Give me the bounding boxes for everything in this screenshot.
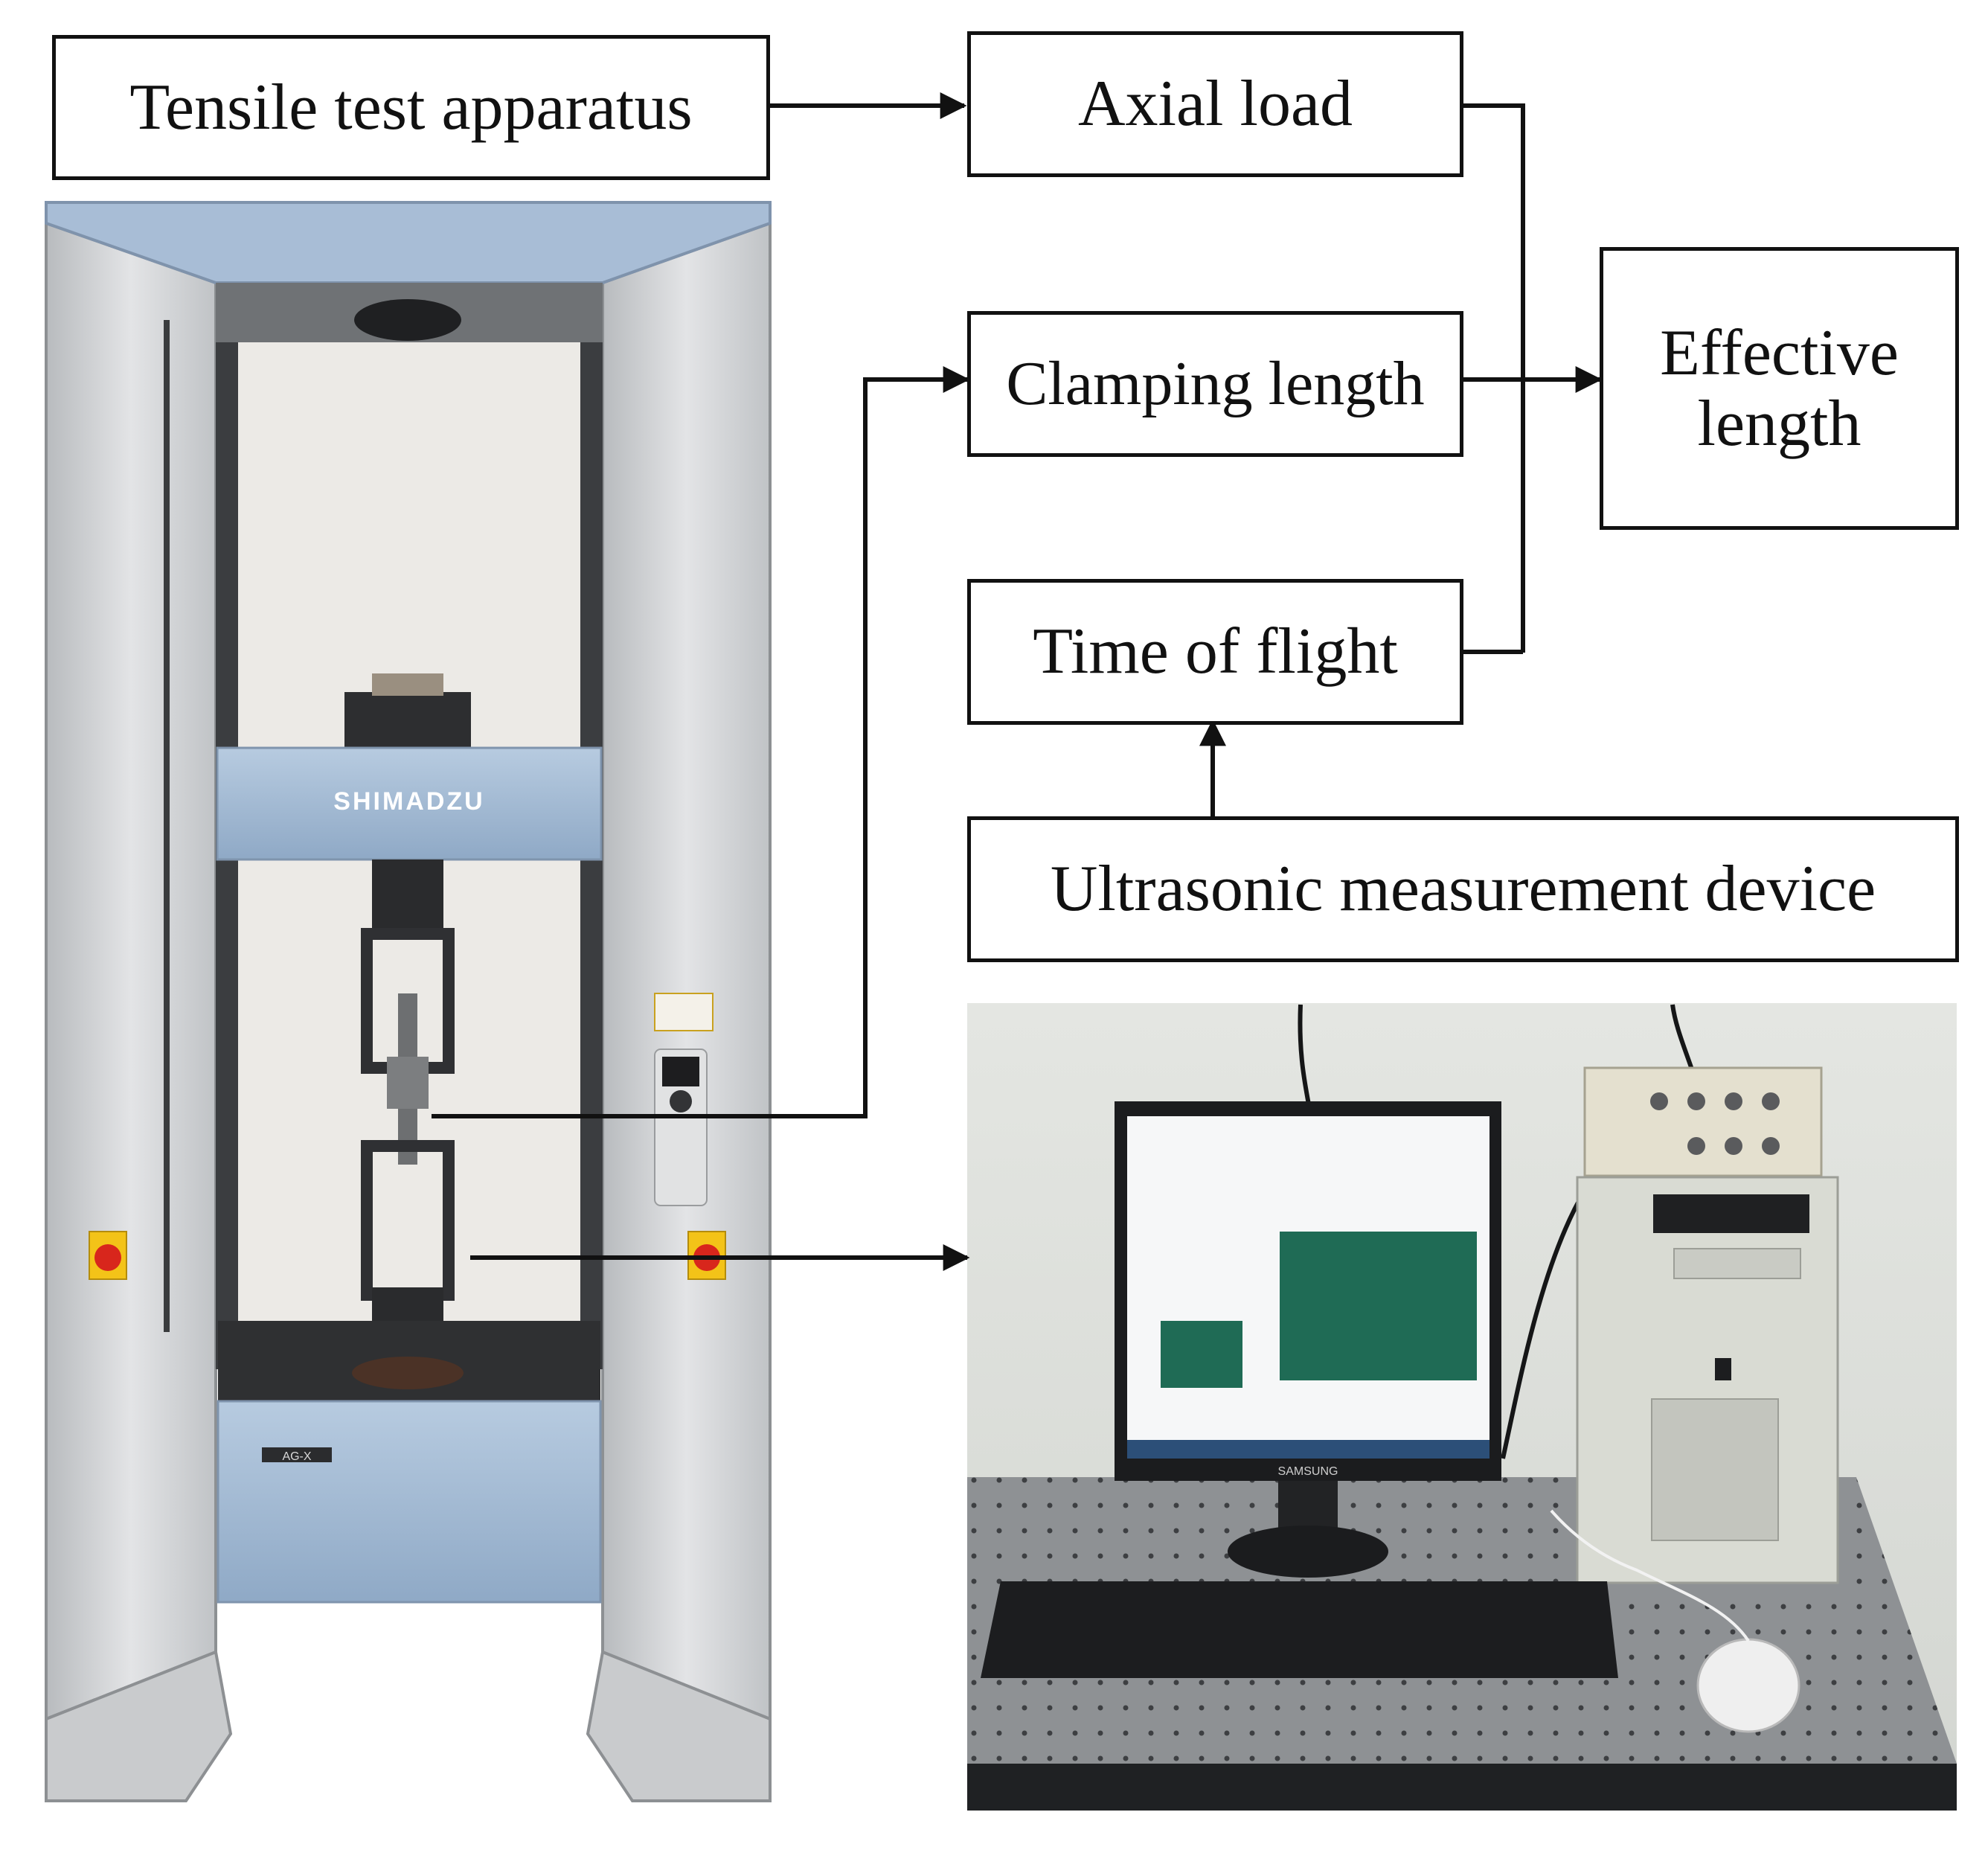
monitor-stand	[1278, 1481, 1338, 1533]
computer-cable	[1501, 1189, 1587, 1459]
knob-1-icon	[1650, 1092, 1668, 1110]
knob-6-icon	[1725, 1137, 1742, 1155]
control-pendant	[654, 1049, 708, 1206]
connectors	[432, 92, 1603, 1271]
screen-plot-small	[1161, 1321, 1242, 1388]
right-foot	[586, 1650, 772, 1802]
specimen-nut	[387, 1057, 429, 1109]
pendant-display	[662, 1057, 699, 1086]
tensile-machine-photo: SHIMADZU AG-X	[45, 201, 772, 1802]
base-flange	[352, 1357, 464, 1389]
axial-load-label: Axial load	[1077, 68, 1353, 141]
table-edge	[967, 1764, 1957, 1811]
limit-rod	[164, 320, 170, 1332]
top-port-icon	[354, 299, 461, 341]
knob-3-icon	[1725, 1092, 1742, 1110]
keyboard	[981, 1581, 1618, 1678]
crosshead	[216, 746, 603, 861]
lower-housing	[217, 1400, 602, 1604]
load-cell	[344, 692, 471, 750]
knob-2-icon	[1687, 1092, 1705, 1110]
warning-label	[654, 993, 713, 1031]
ultrasonic-device-label: Ultrasonic measurement device	[1050, 853, 1876, 926]
effective-length-label: Effective length	[1660, 316, 1899, 460]
screen-plot-large	[1280, 1232, 1477, 1380]
time-of-flight-label: Time of flight	[1033, 615, 1398, 688]
mouse-cable	[1550, 1509, 1750, 1642]
knob-7-icon	[1762, 1137, 1780, 1155]
monitor-cable	[1298, 1004, 1312, 1110]
load-cell-top	[372, 673, 443, 696]
monitor-base	[1228, 1526, 1388, 1578]
tensile-apparatus-box: Tensile test apparatus	[52, 35, 770, 180]
pulser-receiver	[1583, 1066, 1823, 1177]
upper-actuator	[372, 859, 443, 934]
left-side-panel	[45, 221, 217, 1721]
left-foot	[45, 1650, 233, 1802]
clamping-length-box: Clamping length	[967, 311, 1463, 457]
vent-grille	[1651, 1398, 1779, 1541]
pendant-dial-icon	[670, 1090, 692, 1113]
line-axial-to-bus	[1463, 103, 1525, 653]
right-side-panel	[601, 221, 772, 1721]
optical-drive	[1653, 1194, 1809, 1233]
brand-label: SHIMADZU	[333, 787, 484, 816]
knob-5-icon	[1687, 1137, 1705, 1155]
amplifier-cable	[1670, 1004, 1695, 1072]
model-label: AG-X	[282, 1450, 311, 1463]
mouse	[1696, 1638, 1800, 1733]
clamping-length-label: Clamping length	[1006, 348, 1425, 418]
power-switch	[1715, 1358, 1731, 1380]
knob-4-icon	[1762, 1092, 1780, 1110]
effective-length-box: Effective length	[1600, 247, 1959, 530]
monitor-brand: SAMSUNG	[1278, 1465, 1338, 1478]
axial-load-box: Axial load	[967, 31, 1463, 177]
left-emergency-stop-icon	[94, 1244, 121, 1271]
model-plate	[262, 1447, 332, 1462]
arrow-specimen-to-clamping	[432, 366, 970, 1118]
time-of-flight-box: Time of flight	[967, 579, 1463, 725]
ultrasonic-setup-photo: SAMSUNG	[967, 1003, 1957, 1811]
ultrasonic-device-box: Ultrasonic measurement device	[967, 816, 1959, 962]
tensile-apparatus-label: Tensile test apparatus	[129, 71, 693, 144]
drive-bay	[1673, 1248, 1801, 1279]
screen-taskbar	[1127, 1440, 1489, 1459]
